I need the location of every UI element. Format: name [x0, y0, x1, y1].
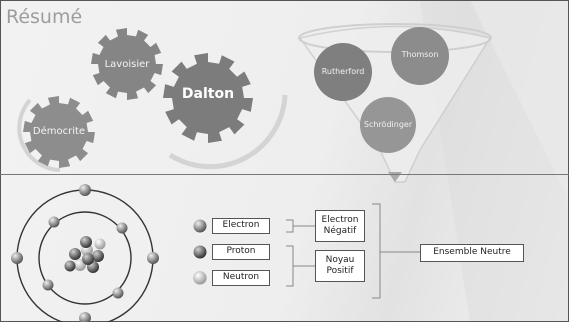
electron-property-line2: Négatif — [323, 226, 357, 236]
particle-neutron: Neutron — [212, 270, 270, 286]
gear-democrite — [23, 96, 95, 168]
gear-lavoisier — [91, 28, 163, 100]
particle-electron: Electron — [212, 218, 270, 234]
electron-ball — [193, 219, 207, 233]
gear-label-lavoisier: Lavoisier — [104, 59, 150, 70]
noyau-property-box: Noyau Positif — [315, 250, 365, 282]
funnel-label-rutherford: Rutherford — [321, 67, 365, 76]
proton-ball — [193, 245, 207, 259]
slide-title: Résumé — [6, 6, 83, 28]
section-divider — [0, 174, 569, 175]
funnel-circle-schrodinger — [360, 97, 416, 153]
particle-proton: Proton — [212, 244, 270, 260]
noyau-property-line1: Noyau — [325, 254, 355, 265]
funnel-circle-rutherford — [314, 43, 372, 101]
electron-property-line1: Electron — [321, 214, 359, 225]
gear-label-dalton: Dalton — [181, 86, 235, 102]
funnel-circle-thomson — [391, 27, 449, 85]
noyau-property-line2: Positif — [326, 266, 354, 276]
gear-label-democrite: Démocrite — [32, 126, 86, 137]
funnel-label-schrodinger: Schrödinger — [363, 120, 413, 129]
funnel-label-thomson: Thomson — [401, 50, 439, 59]
result-box: Ensemble Neutre — [420, 244, 524, 262]
atom-electrons — [11, 184, 159, 322]
atom-nucleus — [64, 236, 106, 273]
neutron-ball — [193, 271, 207, 285]
electron-property-box: Electron Négatif — [315, 210, 365, 242]
gear-dalton — [163, 53, 253, 143]
